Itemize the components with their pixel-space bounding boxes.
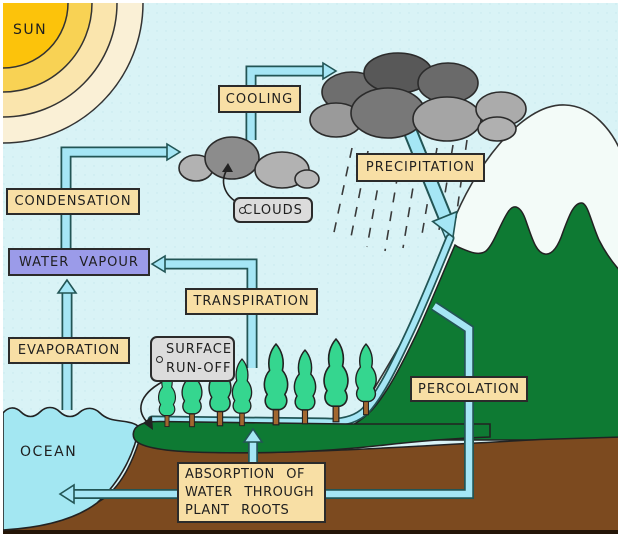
absorption-label: ABSORPTION OF WATER THROUGH PLANT ROOTS [177, 462, 326, 523]
absorption-line2: WATER THROUGH [185, 484, 315, 500]
transpiration-arrow [150, 254, 258, 368]
absorption-line1: ABSORPTION OF [185, 466, 306, 482]
sun-icon [3, 3, 144, 144]
tag-hole-icon [239, 207, 246, 214]
ocean-label: OCEAN [20, 444, 78, 460]
water-vapour-label: WATER VAPOUR [8, 248, 150, 276]
evaporation-label: EVAPORATION [8, 337, 130, 364]
clouds-tag-text: CLOUDS [243, 202, 303, 218]
precipitation-label: PRECIPITATION [356, 153, 485, 182]
rain-cloud-icon [309, 52, 527, 142]
green-ground [132, 420, 491, 454]
cooling-label: COOLING [218, 85, 301, 113]
absorption-line3: PLANT ROOTS [185, 502, 290, 518]
surface-runoff-tag: SURFACE RUN-OFF [150, 336, 235, 382]
tag-hole-icon [156, 356, 163, 363]
absorption-arrowhead [242, 427, 264, 443]
clouds-tag: CLOUDS [233, 197, 313, 223]
surface-runoff-line1: SURFACE [166, 342, 233, 357]
return-to-ocean-arrowhead [58, 483, 75, 505]
surface-runoff-line2: RUN-OFF [166, 361, 232, 376]
small-cloud-icon [178, 136, 320, 189]
runoff-tag-arrow [140, 381, 163, 430]
sun-label: SUN [13, 22, 48, 38]
percolation-label: PERCOLATION [410, 376, 528, 402]
transpiration-label: TRANSPIRATION [185, 288, 318, 315]
condensation-label: CONDENSATION [6, 188, 140, 215]
cooling-arrow [245, 61, 338, 140]
condensation-arrow [60, 142, 182, 252]
